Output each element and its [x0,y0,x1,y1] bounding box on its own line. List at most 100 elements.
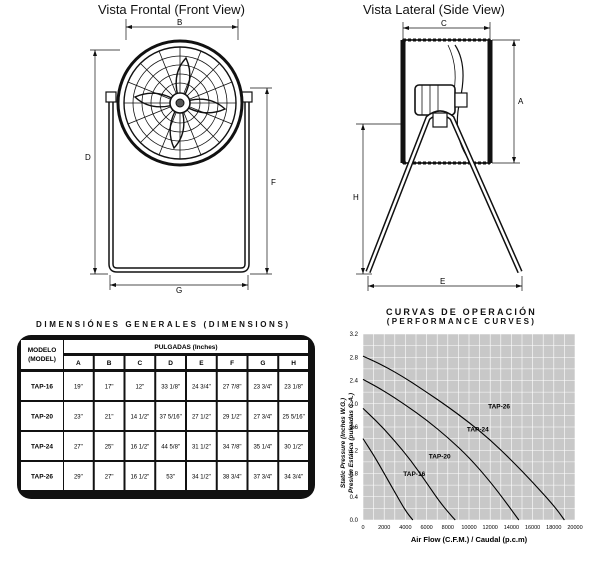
side-motor [414,84,456,116]
dimension-value: 35 1/4" [253,445,272,451]
model-cell [21,462,63,490]
value-cell [156,432,185,460]
value-cell [187,372,216,400]
x-tick-label: 6000 [420,525,432,531]
column-header-f: F [230,360,234,367]
column-header-e: E [199,360,204,367]
fan-hub-center [175,98,185,108]
column-header-h: H [291,360,296,367]
model-cell [21,432,63,460]
x-tick-label: 12000 [483,525,498,531]
dim-g-arrow-right [242,283,248,287]
side-pivot [432,112,448,128]
value-cell [217,432,247,460]
y-tick-label: 2.0 [350,402,359,408]
side-view-drawing: C A H E [353,19,524,291]
dimension-value: 21" [105,415,114,421]
dimension-value: 53" [166,475,175,481]
dimensions-title: DIMENSIÓNES GENERALES (DIMENSIONS) [36,320,291,329]
x-tick-label: 20000 [567,525,582,531]
x-tick-label: 16000 [525,525,540,531]
y-tick-label: 0.4 [350,495,359,501]
model-name: TAP-24 [31,444,53,451]
value-cell [156,462,185,490]
dim-g-label: G [176,286,182,295]
dim-b-label: B [177,18,182,27]
value-cell [248,402,278,430]
y-axis-label-secondary: Presión Estática (pulgadas C.A.) [348,393,355,493]
dimension-value: 34 1/2" [192,475,211,481]
curves-title-block: CURVAS DE OPERACIÓN (PERFORMANCE CURVES) [386,307,537,327]
x-axis-label: Air Flow (C.F.M.) / Caudal (p.c.m) [411,535,528,544]
dim-f-label: F [271,178,276,187]
dimension-value: 27 7/8" [223,385,242,391]
front-stand-frame-highlight [109,92,249,272]
value-cell [187,402,216,430]
column-header-b: B [107,360,112,367]
column-header-cell [94,356,124,369]
dimension-value: 24 3/4" [192,385,211,391]
model-name: TAP-26 [31,474,53,481]
dimension-value: 29" [74,475,83,481]
value-cell [64,402,93,430]
y-tick-label: 1.6 [350,425,359,431]
unit-header-cell [64,340,308,353]
dim-h-arrow-top [361,124,365,130]
dimension-value: 37 5/16" [160,415,182,421]
column-header-c: C [138,360,143,367]
dim-e-arrow-right [516,284,522,288]
fan-blades [133,56,227,150]
dimension-value: 14 1/2" [130,415,149,421]
side-motor-shaft [454,92,468,108]
dimension-value: 23" [74,415,83,421]
dim-a-label: A [518,97,524,106]
model-name: TAP-16 [31,384,53,391]
curve-label-tap-20: TAP-20 [429,453,451,460]
front-view-title: Vista Frontal (Front View) [98,2,245,17]
model-name: TAP-20 [31,414,53,421]
value-cell [279,462,308,490]
dimension-value: 23 3/4" [253,385,272,391]
value-cell [217,462,247,490]
x-tick-label: 10000 [461,525,476,531]
column-header-d: D [168,360,173,367]
dimension-value: 34 3/4" [284,475,303,481]
column-header-g: G [260,360,265,367]
dim-h-label: H [353,193,359,202]
dimension-value: 17" [105,385,114,391]
value-cell [279,432,308,460]
front-view-drawing: B D F G [85,18,276,295]
curve-tap-24 [362,378,520,521]
value-cell [217,402,247,430]
unit-header-label: PULGADAS (Inches) [154,344,217,351]
value-cell [125,402,155,430]
dim-b-arrow-right [232,25,238,29]
column-header-cell [187,356,216,369]
curve-label-tap-24: TAP-24 [467,427,489,434]
dim-a-arrow-bottom [512,157,516,163]
value-cell [64,462,93,490]
dimension-value: 34 7/8" [223,445,242,451]
curve-tap-26 [362,355,565,521]
y-tick-label: 2.4 [350,379,359,385]
dim-c-arrow-right [484,26,490,30]
column-header-cell [279,356,308,369]
dimension-value: 27" [105,475,114,481]
value-cell [156,402,185,430]
curve-tap-16 [362,438,414,521]
dim-a-arrow-top [512,40,516,46]
x-tick-label: 18000 [546,525,561,531]
value-cell [248,462,278,490]
value-cell [187,462,216,490]
y-tick-label: 1.2 [350,448,359,454]
column-header-cell [125,356,155,369]
model-header-line1: MODELO [28,347,57,354]
dimension-value: 44 5/8" [161,445,180,451]
column-header-cell [248,356,278,369]
column-header-cell [156,356,185,369]
x-tick-label: 2000 [378,525,390,531]
value-cell [125,372,155,400]
model-header-line2: (MODEL) [28,356,56,363]
value-cell [94,402,124,430]
